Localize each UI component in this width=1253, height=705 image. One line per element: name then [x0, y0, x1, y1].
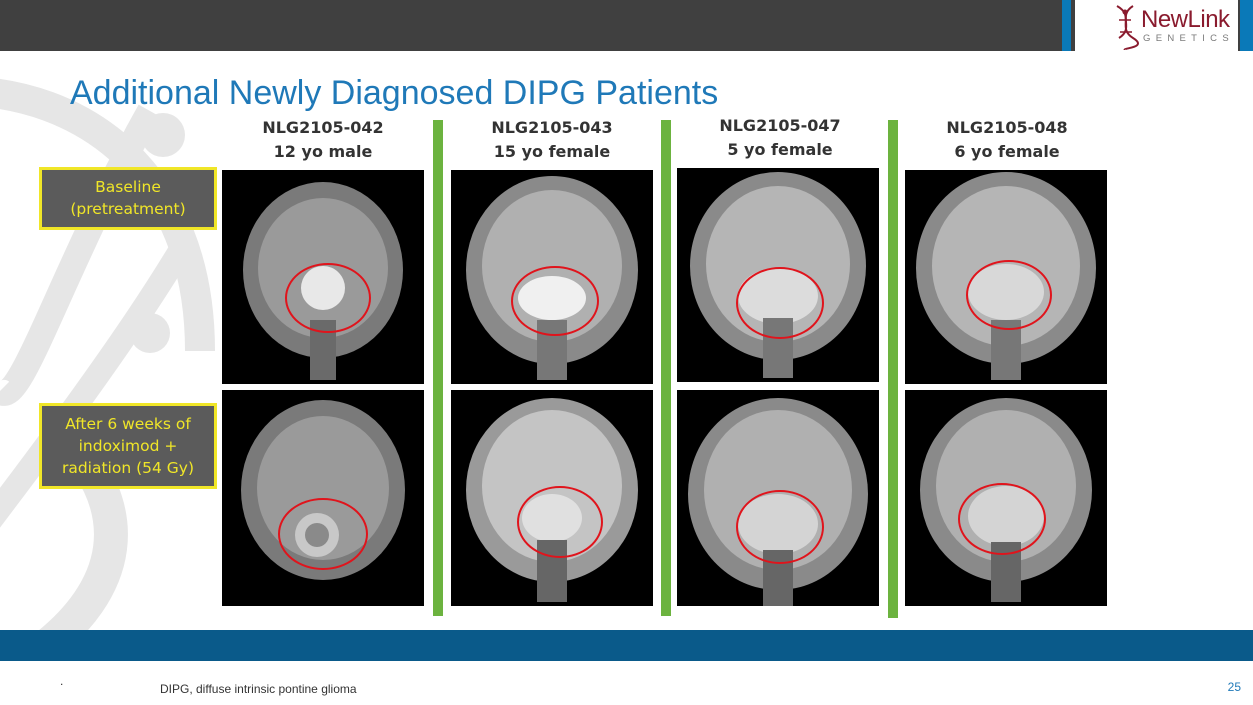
logo-panel: [1075, 0, 1238, 51]
footer-band: [0, 630, 1253, 661]
patient-header-3: NLG2105-047 5 yo female: [695, 114, 865, 162]
tumor-highlight-circle: [736, 267, 824, 339]
footnote-marker: .: [60, 674, 64, 688]
patient-id: NLG2105-048: [946, 118, 1068, 137]
footnote: DIPG, diffuse intrinsic pontine glioma: [160, 682, 357, 696]
column-divider: [433, 120, 443, 616]
patient-desc: 15 yo female: [493, 142, 611, 161]
tumor-highlight-circle: [958, 483, 1046, 555]
page-number: 25: [1227, 680, 1241, 694]
dna-helix-icon: [1116, 5, 1139, 50]
patient-id: NLG2105-042: [262, 118, 384, 137]
patient-id: NLG2105-047: [719, 116, 841, 135]
slide-title: Additional Newly Diagnosed DIPG Patients: [70, 74, 719, 112]
patient-desc: 6 yo female: [954, 142, 1060, 161]
after-treatment-label: After 6 weeks of indoximod + radiation (…: [39, 403, 217, 489]
header-band: [0, 0, 1253, 51]
tumor-highlight-circle: [736, 490, 824, 564]
tumor-highlight-circle: [511, 266, 599, 336]
logo-tagline: GENETICS: [1143, 33, 1234, 44]
column-divider: [888, 120, 898, 618]
logo-wordmark: NewLink: [1141, 6, 1230, 33]
column-divider: [661, 120, 671, 616]
patient-desc: 12 yo male: [273, 142, 373, 161]
tumor-highlight-circle: [285, 263, 371, 333]
tumor-highlight-circle: [966, 260, 1052, 330]
patient-id: NLG2105-043: [491, 118, 613, 137]
patient-header-1: NLG2105-042 12 yo male: [238, 116, 408, 164]
patient-header-2: NLG2105-043 15 yo female: [467, 116, 637, 164]
patient-header-4: NLG2105-048 6 yo female: [922, 116, 1092, 164]
patient-desc: 5 yo female: [727, 140, 833, 159]
tumor-highlight-circle: [278, 498, 368, 570]
dna-background-graphic: [0, 78, 215, 631]
baseline-label: Baseline (pretreatment): [39, 167, 217, 230]
tumor-highlight-circle: [517, 486, 603, 558]
header-accent-stripe: [1062, 0, 1071, 51]
header-accent-stripe-right: [1240, 0, 1253, 51]
